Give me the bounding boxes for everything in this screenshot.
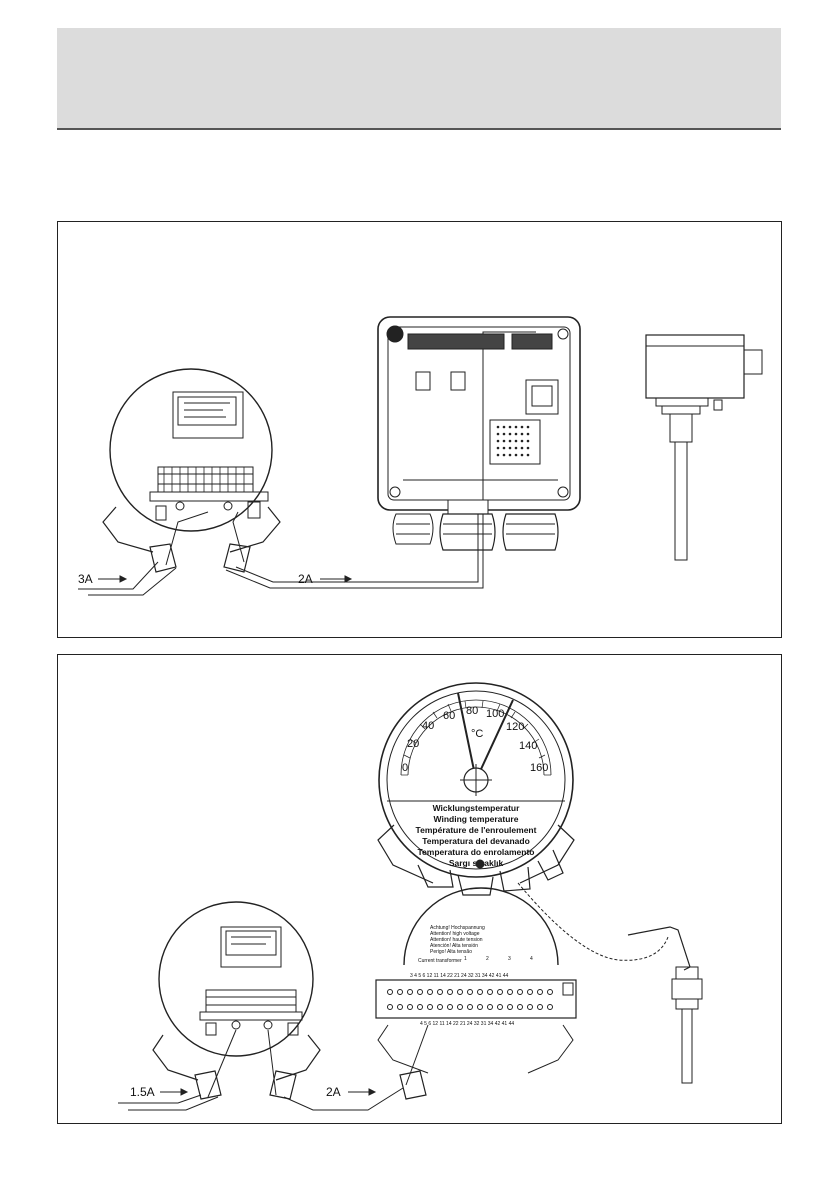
terminal-numbers-bottom: 4 5 6 12 11 14 22 21 24 32 31 34 42 41 4… — [420, 1021, 514, 1027]
temperature-sensor — [645, 334, 763, 561]
ct-label: Current transformer — [418, 958, 462, 964]
wiring-panel-2: 0 20 40 60 80 100 120 140 160 °C Wicklun… — [57, 654, 782, 1124]
wiring-panel-1: 3A 2A — [57, 221, 782, 638]
dial-tick-40: 40 — [422, 720, 434, 732]
wiring-diagram-2: 0 20 40 60 80 100 120 140 160 °C Wicklun… — [118, 682, 703, 1111]
warning-line-2: Attention! high voltage — [430, 931, 480, 937]
terminal-group-3: 3 — [508, 956, 511, 962]
terminal-group-4: 4 — [530, 956, 533, 962]
terminal-group-1: 1 — [464, 956, 467, 962]
dial-caption-fr: Température de l'enroulement — [416, 825, 537, 835]
terminal-group-2: 2 — [486, 956, 489, 962]
cable-1-5a — [118, 1029, 237, 1111]
dial-caption-de: Wicklungstemperatur — [433, 803, 521, 813]
dial-caption-en: Winding temperature — [434, 814, 519, 824]
warning-line-1: Achtung! Hochspannung — [430, 925, 485, 931]
dial-tick-60: 60 — [443, 710, 455, 722]
terminal-housing-left — [102, 368, 281, 573]
dial-tick-80: 80 — [466, 705, 478, 717]
cable-2a-p2 — [267, 1024, 429, 1111]
dial-tick-120: 120 — [506, 721, 524, 733]
junction-box — [377, 316, 581, 551]
cable-label-3a: 3A — [78, 572, 93, 586]
dial-tick-20: 20 — [407, 738, 419, 750]
terminal-numbers-top: 3 4 5 6 12 11 14 22 21 24 32 31 34 42 41… — [410, 973, 509, 979]
wiring-diagram-1: 3A 2A — [78, 316, 763, 596]
cable-3a — [78, 511, 209, 596]
dial-tick-160: 160 — [530, 762, 548, 774]
warning-line-3: Attention! haute tension — [430, 937, 483, 943]
header-band — [57, 28, 781, 130]
cable-2a — [225, 331, 536, 589]
dial-thermometer: 0 20 40 60 80 100 120 140 160 °C Wicklun… — [377, 682, 575, 896]
warning-line-5: Perigo! Alta tensão — [430, 949, 472, 955]
dial-caption-es: Temperatura del devanado — [422, 836, 530, 846]
dial-tick-100: 100 — [486, 708, 504, 720]
cable-label-2a-p2: 2A — [326, 1085, 341, 1099]
dial-caption-pt: Temperatura do enrolamento — [418, 847, 535, 857]
cable-label-1-5a: 1.5A — [130, 1085, 155, 1099]
terminal-housing-left-2 — [152, 901, 321, 1100]
capillary-tube — [517, 882, 669, 961]
terminal-housing-right: Achtung! Hochspannung Attention! high vo… — [375, 887, 577, 1100]
temperature-sensor-probe — [627, 926, 703, 1084]
dial-tick-0: 0 — [402, 762, 408, 774]
dial-tick-140: 140 — [519, 740, 537, 752]
warning-line-4: Atención! Alta tensión — [430, 943, 478, 949]
dial-unit: °C — [471, 728, 483, 740]
cable-label-2a: 2A — [298, 572, 313, 586]
